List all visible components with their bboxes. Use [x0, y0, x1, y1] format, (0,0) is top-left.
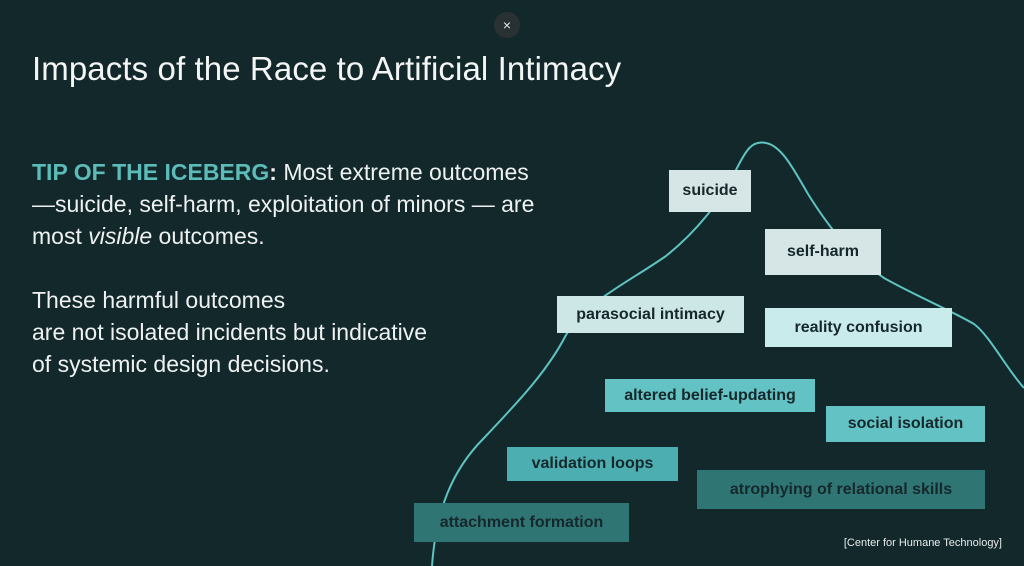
iceberg-label-validation-loops: validation loops — [507, 447, 678, 481]
visible-emphasis: visible — [88, 223, 153, 249]
tip-of-iceberg-highlight: TIP OF THE ICEBERG — [32, 159, 270, 185]
iceberg-label-attachment-formation: attachment formation — [414, 503, 629, 542]
iceberg-label-atrophying-relational-skills: atrophying of relational skills — [697, 470, 985, 509]
iceberg-label-self-harm: self-harm — [765, 229, 881, 275]
intro-paragraph: TIP OF THE ICEBERG: Most extreme outcome… — [32, 156, 622, 252]
intro-line-1: TIP OF THE ICEBERG: Most extreme outcome… — [32, 156, 622, 188]
close-button[interactable]: × — [494, 12, 520, 38]
systemic-paragraph: These harmful outcomes are not isolated … — [32, 284, 532, 380]
iceberg-label-altered-belief-updating: altered belief-updating — [605, 379, 815, 412]
systemic-line-1: These harmful outcomes — [32, 287, 286, 313]
iceberg-label-suicide: suicide — [669, 170, 751, 212]
intro-line-3: most visible outcomes. — [32, 220, 622, 252]
slide-title: Impacts of the Race to Artificial Intima… — [32, 50, 622, 87]
intro-line-3-start: most — [32, 223, 89, 249]
intro-line-2: —suicide, self-harm, exploitation of min… — [32, 191, 535, 217]
iceberg-label-reality-confusion: reality confusion — [765, 308, 952, 347]
source-citation: [Center for Humane Technology] — [843, 537, 1002, 549]
systemic-line-3: of systemic design decisions. — [32, 351, 330, 377]
systemic-line-2: are not isolated incidents but indicativ… — [32, 319, 428, 345]
intro-line-3-end: outcomes. — [152, 223, 265, 249]
iceberg-label-social-isolation: social isolation — [826, 406, 985, 442]
intro-line-1-text: Most extreme outcomes — [276, 159, 529, 185]
iceberg-label-parasocial-intimacy: parasocial intimacy — [557, 296, 744, 333]
highlight-colon: : — [269, 159, 277, 185]
close-icon: × — [502, 17, 512, 33]
